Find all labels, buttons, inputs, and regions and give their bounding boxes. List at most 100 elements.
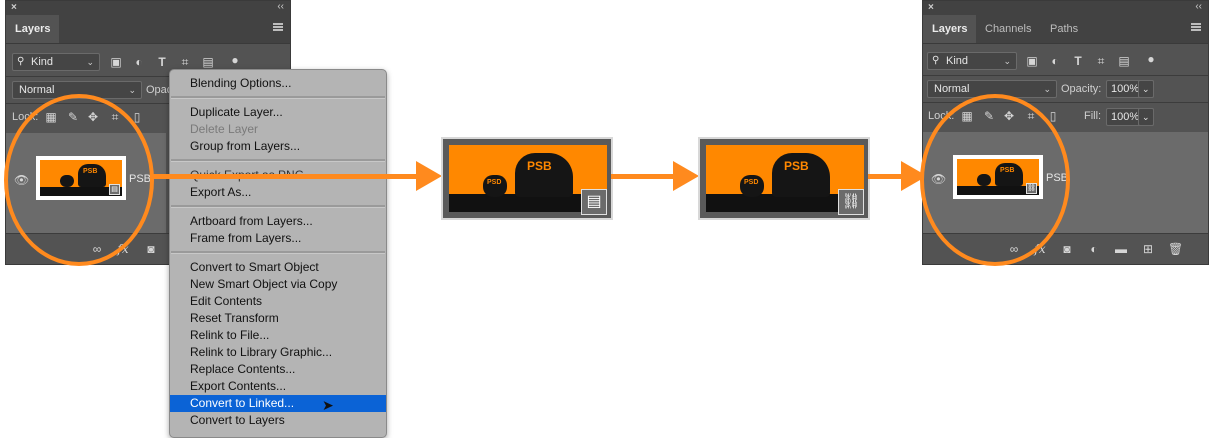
type-filter-icon[interactable]: T — [1074, 54, 1082, 68]
large-thumbnail-image: PSB PSD — [449, 145, 607, 212]
menu-item-export-as[interactable]: Export As... — [190, 185, 252, 199]
elephant-silhouette — [515, 153, 573, 197]
new-layer-icon[interactable]: ⊞ — [1142, 242, 1154, 256]
smart-object-badge-icon: ▤ — [581, 189, 607, 215]
linked-object-thumbnail-large: PSB PSD ⛓ — [698, 137, 870, 220]
highlight-circle-right — [920, 94, 1070, 266]
chevron-down-icon: ⌄ — [128, 85, 136, 95]
thumbnail-psb-label: PSB — [527, 159, 552, 173]
menu-item-artboard-from-layers[interactable]: Artboard from Layers... — [190, 214, 313, 228]
thumbnail-psb-label: PSB — [784, 159, 809, 173]
menu-item-new-smart-object-via-copy[interactable]: New Smart Object via Copy — [190, 277, 338, 291]
divider — [923, 102, 1208, 103]
thumbnail-psd-label: PSD — [487, 179, 502, 186]
tab-layers[interactable]: Layers — [923, 15, 977, 43]
menu-item-convert-to-linked[interactable]: Convert to Linked... — [170, 395, 386, 412]
collapse-icon[interactable]: ‹‹ — [277, 1, 284, 12]
menu-item-convert-to-layers[interactable]: Convert to Layers — [190, 413, 285, 427]
menu-item-frame-from-layers[interactable]: Frame from Layers... — [190, 231, 302, 245]
small-elephant-silhouette — [740, 175, 764, 197]
hamburger-menu-icon[interactable] — [273, 23, 283, 31]
arrow-line — [611, 174, 677, 179]
trash-icon[interactable]: 🗑 — [1168, 242, 1184, 256]
adjustment-filter-icon[interactable]: ◐ — [135, 55, 143, 69]
menu-item-group-from-layers[interactable]: Group from Layers... — [190, 139, 301, 153]
shape-filter-icon[interactable]: ⌗ — [1097, 54, 1105, 68]
large-thumbnail-image: PSB PSD — [706, 145, 864, 212]
chevron-down-icon: ⌄ — [1043, 84, 1051, 94]
filter-kind-label: Kind — [31, 56, 54, 68]
tab-layers[interactable]: Layers — [6, 15, 60, 43]
hamburger-menu-icon[interactable] — [1191, 23, 1201, 31]
menu-item-duplicate-layer[interactable]: Duplicate Layer... — [190, 105, 283, 119]
menu-item-reset-transform[interactable]: Reset Transform — [190, 311, 279, 325]
filter-kind-select[interactable]: ⚲ Kind ⌄ — [927, 52, 1017, 70]
divider — [923, 75, 1208, 76]
menu-item-blending-options[interactable]: Blending Options... — [190, 76, 292, 90]
cursor-icon: ➤ — [322, 397, 334, 413]
smart-object-filter-icon[interactable]: ▤ — [1118, 54, 1130, 68]
panel-tabbar: Layers Channels Paths — [923, 15, 1208, 44]
filter-kind-select[interactable]: ⚲ Kind ⌄ — [12, 53, 100, 71]
search-icon: ⚲ — [932, 55, 940, 66]
menu-item-edit-contents[interactable]: Edit Contents — [190, 294, 263, 308]
type-filter-icon[interactable]: T — [158, 55, 166, 69]
opacity-dropdown[interactable]: ⌄ — [1138, 80, 1154, 98]
blend-mode-select[interactable]: Normal ⌄ — [12, 81, 142, 99]
menu-item-export-contents[interactable]: Export Contents... — [190, 379, 287, 393]
chevron-down-icon: ⌄ — [1003, 56, 1011, 66]
menu-item-replace-contents[interactable]: Replace Contents... — [190, 362, 296, 376]
menu-separator — [171, 251, 385, 254]
linked-badge-icon: ⛓ — [838, 189, 864, 215]
blend-mode-label: Normal — [934, 83, 970, 95]
tab-paths[interactable]: Paths — [1050, 23, 1079, 35]
thumbnail-ground — [706, 194, 864, 212]
collapse-icon[interactable]: ‹‹ — [1195, 1, 1202, 12]
image-filter-icon[interactable]: ▣ — [1026, 54, 1038, 68]
tab-channels[interactable]: Channels — [985, 23, 1032, 35]
adjustment-filter-icon[interactable]: ◐ — [1051, 54, 1059, 68]
shape-filter-icon[interactable]: ⌗ — [181, 55, 189, 69]
small-elephant-silhouette — [483, 175, 507, 197]
filter-toggle-icon[interactable]: ● — [1147, 52, 1155, 66]
panel-titlebar: × ‹‹ — [923, 1, 1208, 15]
menu-item-relink-to-library-graphic[interactable]: Relink to Library Graphic... — [190, 345, 333, 359]
thumbnail-psd-label: PSD — [744, 179, 759, 186]
panel-titlebar: × ‹‹ — [6, 1, 290, 15]
menu-item-relink-to-file[interactable]: Relink to File... — [190, 328, 270, 342]
lock-all-icon[interactable]: ▯ — [1049, 109, 1057, 123]
smart-object-thumbnail-large: PSB PSD ▤ — [441, 137, 613, 220]
menu-item-convert-to-smart-object[interactable]: Convert to Smart Object — [190, 260, 319, 274]
lock-all-icon[interactable]: ▯ — [133, 110, 141, 124]
mask-icon[interactable]: ◙ — [1063, 242, 1071, 256]
menu-separator — [171, 96, 385, 99]
adjustment-icon[interactable]: ◐ — [1090, 242, 1098, 256]
search-icon: ⚲ — [17, 56, 25, 67]
highlight-circle-left — [4, 94, 154, 266]
chevron-down-icon: ⌄ — [1142, 84, 1150, 94]
arrow-head — [673, 161, 699, 191]
filter-toggle-icon[interactable]: ● — [231, 53, 239, 67]
chevron-down-icon: ⌄ — [86, 57, 94, 67]
divider — [6, 103, 290, 104]
fill-value: 100% — [1111, 111, 1140, 123]
menu-separator — [171, 159, 385, 162]
fx-icon[interactable]: fx — [1034, 242, 1046, 256]
image-filter-icon[interactable]: ▣ — [110, 55, 122, 69]
filter-kind-label: Kind — [946, 55, 969, 67]
close-icon[interactable]: × — [11, 2, 17, 13]
fill-dropdown[interactable]: ⌄ — [1138, 108, 1154, 126]
blend-mode-label: Normal — [19, 84, 55, 96]
arrow-head — [416, 161, 442, 191]
context-menu: Blending Options... Duplicate Layer... D… — [169, 69, 387, 438]
opacity-label: Opacity: — [1061, 83, 1102, 95]
close-icon[interactable]: × — [928, 2, 934, 13]
arrow-line — [152, 174, 422, 179]
folder-icon[interactable]: ▬ — [1115, 242, 1127, 256]
opacity-label: Opac — [146, 84, 173, 96]
mask-icon[interactable]: ◙ — [147, 242, 155, 256]
thumbnail-ground — [449, 194, 607, 212]
elephant-silhouette — [772, 153, 830, 197]
smart-object-filter-icon[interactable]: ▤ — [202, 55, 214, 69]
menu-separator — [171, 205, 385, 208]
